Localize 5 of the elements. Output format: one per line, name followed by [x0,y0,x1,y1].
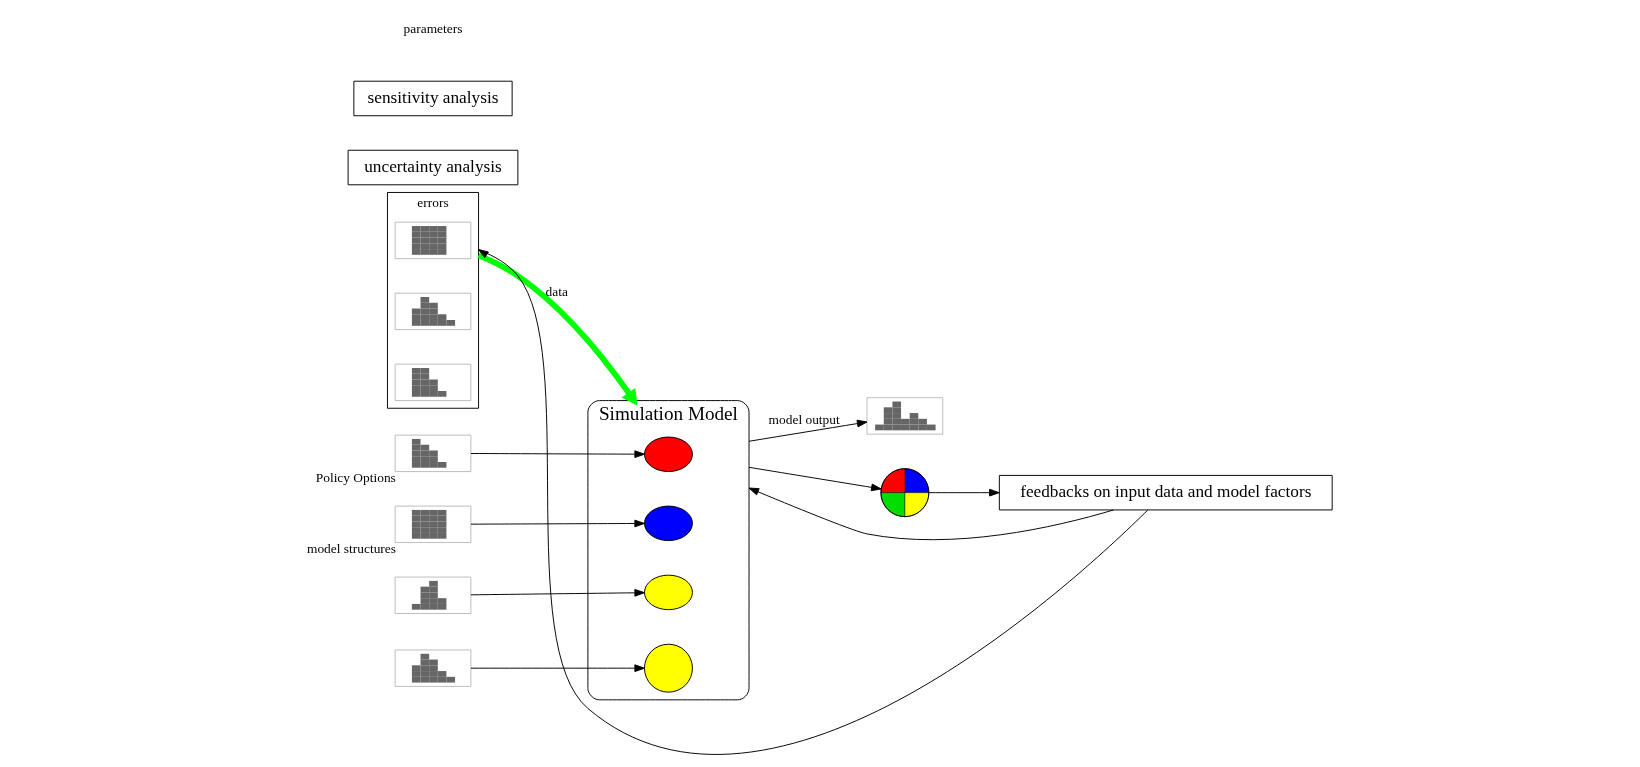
edge-label: model output [768,411,840,427]
edge-label: data [545,284,568,300]
node-label: model structures [306,541,396,557]
node-label: Policy Options [315,470,396,486]
label: parameters [403,20,463,36]
